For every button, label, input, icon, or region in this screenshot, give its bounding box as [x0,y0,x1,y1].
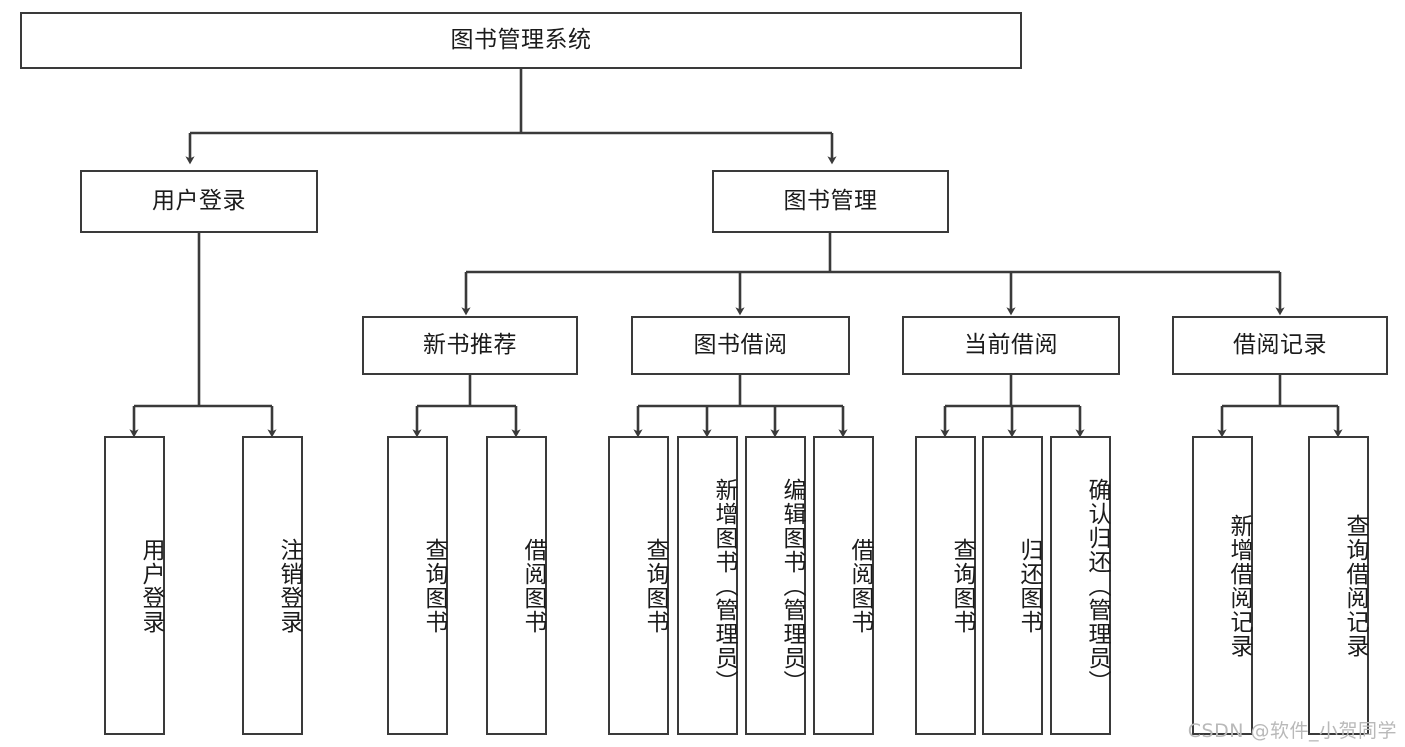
node-label: 确认归还（管理员） [1084,477,1110,694]
node-leaf-query-book-3[interactable]: 查询图书 [915,436,976,735]
node-label: 新增借阅记录 [1226,513,1252,658]
node-leaf-query-book-2[interactable]: 查询图书 [608,436,669,735]
node-leaf-query-record[interactable]: 查询借阅记录 [1308,436,1369,735]
node-leaf-add-book[interactable]: 新增图书（管理员） [677,436,738,735]
node-leaf-add-record[interactable]: 新增借阅记录 [1192,436,1253,735]
node-leaf-return-book[interactable]: 归还图书 [982,436,1043,735]
node-label: 新增图书（管理员） [711,477,737,694]
node-leaf-query-book-1[interactable]: 查询图书 [387,436,448,735]
node-book-borrow[interactable]: 图书借阅 [631,316,850,375]
node-label: 归还图书 [1016,537,1042,634]
node-label: 借阅图书 [847,537,873,634]
node-label: 查询借阅记录 [1342,513,1368,658]
node-label: 查询图书 [421,537,447,634]
node-book-management[interactable]: 图书管理 [712,170,949,233]
node-label: 用户登录 [138,537,164,634]
node-user-login[interactable]: 用户登录 [80,170,318,233]
node-label: 编辑图书（管理员） [779,477,805,694]
node-label: 借阅图书 [520,537,546,634]
node-label: 注销登录 [276,537,302,634]
node-leaf-borrow-book-2[interactable]: 借阅图书 [813,436,874,735]
node-current-borrow[interactable]: 当前借阅 [902,316,1120,375]
node-leaf-edit-book[interactable]: 编辑图书（管理员） [745,436,806,735]
node-leaf-borrow-book-1[interactable]: 借阅图书 [486,436,547,735]
node-label: 查询图书 [949,537,975,634]
node-leaf-user-logout[interactable]: 注销登录 [242,436,303,735]
node-borrow-record[interactable]: 借阅记录 [1172,316,1388,375]
node-label: 查询图书 [642,537,668,634]
watermark-text: CSDN @软件_小贺同学 [1187,720,1397,742]
node-root-system[interactable]: 图书管理系统 [20,12,1022,69]
node-leaf-confirm-return[interactable]: 确认归还（管理员） [1050,436,1111,735]
node-leaf-user-login[interactable]: 用户登录 [104,436,165,735]
node-new-book-recommendation[interactable]: 新书推荐 [362,316,578,375]
